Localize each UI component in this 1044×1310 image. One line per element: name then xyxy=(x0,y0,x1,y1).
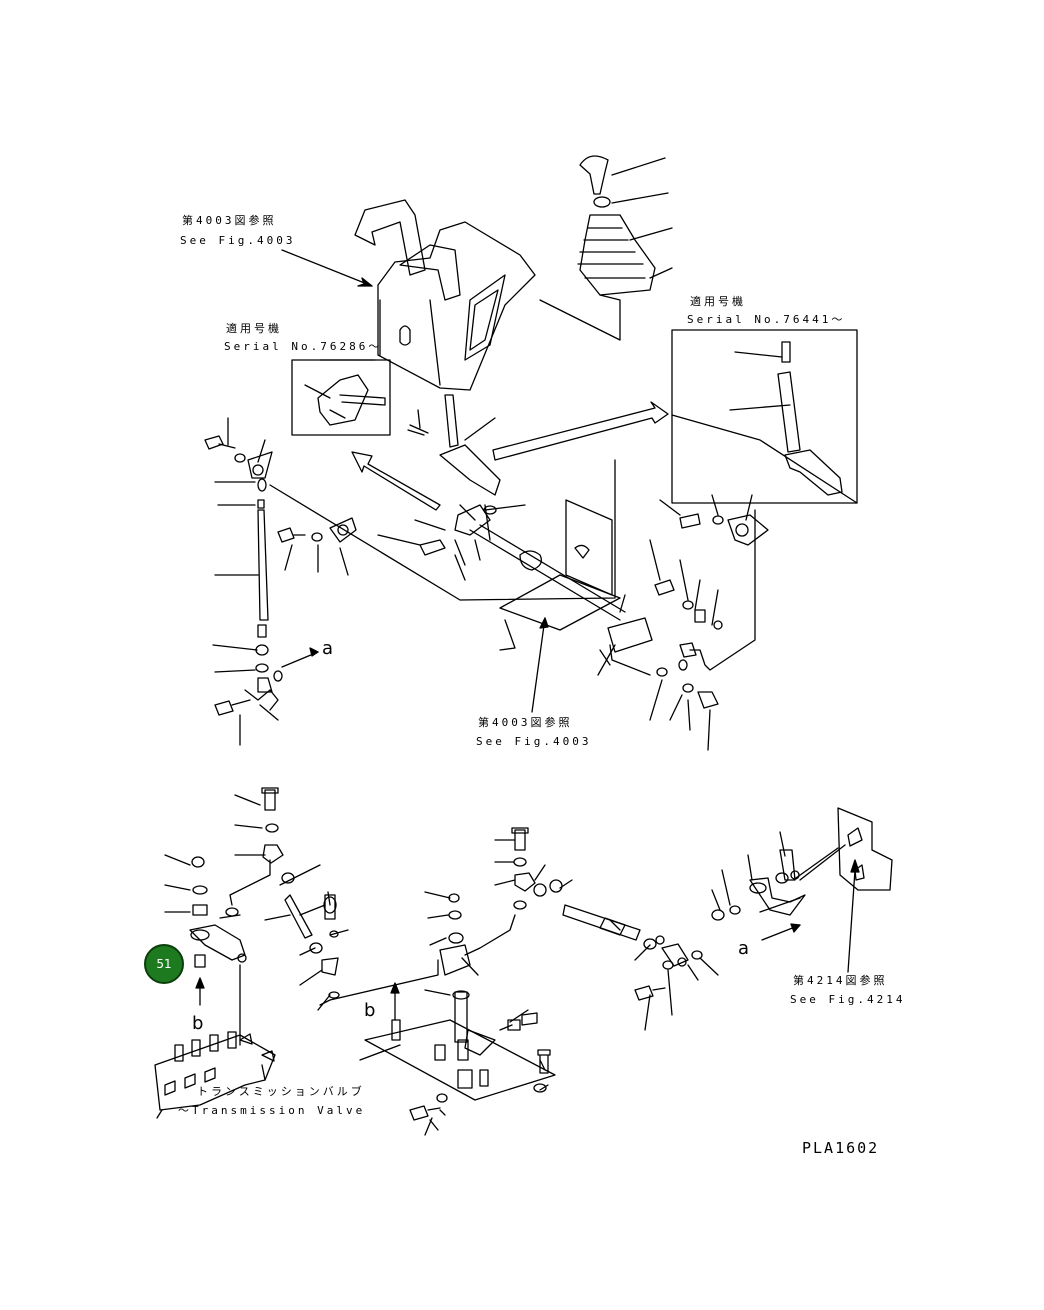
serial-76441-jp: 適用号機 xyxy=(690,295,746,308)
arrow-label-a-top: a xyxy=(322,638,334,659)
left-rod-assembly xyxy=(204,435,616,716)
lever-knob-and-boot xyxy=(539,155,656,341)
arrow-label-b-mid: b xyxy=(364,1000,376,1021)
lever-console-housing xyxy=(354,199,536,391)
ref-fig4003-top-en: See Fig.4003 xyxy=(180,234,296,247)
right-link-assembly xyxy=(607,509,769,709)
transmission-valve-en: ～Transmission Valve xyxy=(178,1104,366,1117)
inset-bracket-76286 xyxy=(317,374,386,426)
lower-long-rod xyxy=(562,904,703,1001)
serial-76441-en: Serial No.76441～ xyxy=(687,313,846,326)
ref-fig4003-mid-jp: 第4003図参照 xyxy=(478,716,573,729)
ref-fig4003-mid-en: See Fig.4003 xyxy=(476,735,592,748)
serial-76286-en: Serial No.76286～ xyxy=(224,340,383,353)
transmission-valve-body xyxy=(154,1031,276,1111)
part-marker-51[interactable]: 51 xyxy=(144,944,184,984)
transmission-valve-jp: トランスミッションバルブ xyxy=(197,1085,365,1098)
drawing-code: PLA1602 xyxy=(802,1139,880,1157)
inset-lever-76441 xyxy=(777,341,843,496)
lower-left-stack xyxy=(189,787,340,999)
arrow-label-b-left: b xyxy=(192,1013,204,1034)
ref-fig4003-top-jp: 第4003図参照 xyxy=(182,214,277,227)
shift-lever-assembly xyxy=(439,394,626,651)
serial-76286-jp: 適用号機 xyxy=(226,322,282,335)
ref-fig4214-en: See Fig.4214 xyxy=(790,993,906,1006)
lower-right-bracket xyxy=(711,807,893,921)
ref-fig4214-jp: 第4214図参照 xyxy=(793,974,888,987)
arrow-label-a-bottom: a xyxy=(738,938,750,959)
lower-mid-plate xyxy=(319,893,556,1101)
